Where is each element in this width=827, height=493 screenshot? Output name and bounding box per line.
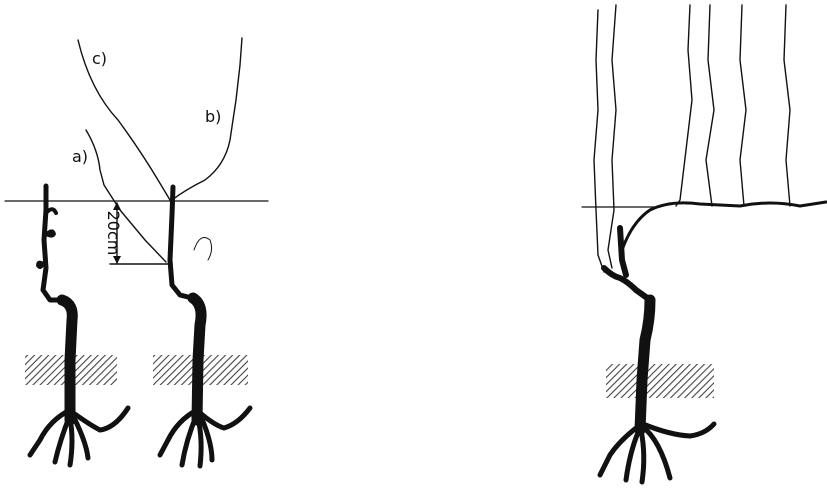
vine-2-trunk — [193, 298, 201, 420]
vine-1-shoot — [43, 186, 60, 300]
cane-5 — [740, 5, 746, 206]
right-panel — [582, 5, 826, 482]
vine-3-spur — [620, 228, 626, 275]
vine-3-root-5 — [643, 424, 714, 436]
vine-2-root-3 — [198, 418, 201, 466]
cane-2 — [608, 5, 616, 268]
soil-layer-vine-3 — [606, 364, 714, 398]
distance-label: 20cm — [104, 211, 123, 256]
vine-1-bud-3 — [47, 209, 56, 213]
vine-1-bud-2 — [36, 261, 44, 269]
vine-1-bud-1 — [46, 229, 56, 237]
left-panel: 20cm a) b) c) — [5, 38, 268, 466]
distance-arrow-top — [113, 202, 121, 210]
cane-6 — [784, 5, 790, 206]
vine-1-root-3 — [70, 418, 72, 465]
label-a: a) — [72, 147, 88, 166]
vine-2-leaf-curl — [194, 238, 212, 260]
distance-marker: 20cm — [104, 202, 172, 264]
label-c: c) — [92, 49, 107, 68]
label-b: b) — [205, 107, 221, 126]
cane-1 — [594, 10, 604, 272]
vine-3-root-3 — [641, 430, 644, 482]
vine-3-trunk — [640, 300, 650, 430]
vine-3-cordon — [622, 202, 826, 250]
cane-4 — [706, 5, 714, 206]
cane-a — [86, 130, 166, 262]
vine-1-root-2 — [55, 415, 70, 462]
vine-2-shoot — [170, 187, 192, 298]
distance-arrow-bottom — [113, 256, 121, 264]
cane-3 — [676, 5, 692, 206]
vine-2 — [78, 38, 250, 466]
